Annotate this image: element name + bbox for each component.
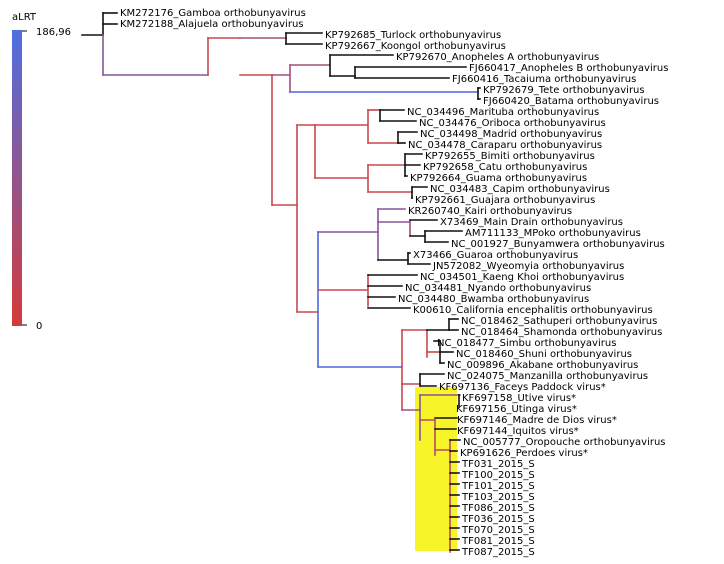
tip-label: FJ660416_Tacaiuma orthobunyavirus [452,74,636,85]
tip-label: KR260740_Kairi orthobunyavirus [408,206,572,217]
tip-label: TF036_2015_S [461,514,535,525]
tip-label: NC_034496_Marituba orthobunyavirus [407,107,599,118]
tip-label: AM711133_MPoko orthobunyavirus [465,228,641,239]
tip-label: X73466_Guaroa orthobunyavirus [413,250,578,261]
legend-title: aLRT [12,12,37,23]
legend-gradient-bar [12,30,22,326]
tip-label: NC_034478_Caraparu orthobunyavirus [408,140,602,151]
tip-label: TF101_2015_S [461,481,535,492]
tip-label: KP792664_Guama orthobunyavirus [410,173,587,184]
tip-label: TF031_2015_S [461,459,535,470]
tip-label: NC_001927_Bunyamwera orthobunyavirus [451,239,665,250]
legend-min-label: 0 [36,321,42,332]
tip-label: KP792658_Catu orthobunyavirus [423,162,587,173]
tip-label: X73469_Main Drain orthobunyavirus [440,217,623,228]
tree-branches [81,12,481,553]
tip-label: TF100_2015_S [461,470,535,481]
tip-label: TF081_2015_S [461,536,535,547]
tip-label: KF697144_Iquitos virus* [457,426,579,437]
tip-label: NC_034481_Nyando orthobunyavirus [405,283,591,294]
tip-label: NC_018477_Simbu orthobunyavirus [437,338,616,349]
tip-label: KF697158_Utive virus* [462,393,576,404]
tip-label: NC_024075_Manzanilla orthobunyavirus [447,371,648,382]
tip-label: KF697156_Utinga virus* [456,404,577,415]
tip-label: NC_034483_Capim orthobunyavirus [430,184,610,195]
tip-label: NC_018460_Shuni orthobunyavirus [456,349,632,360]
tip-label: K00610_California encephalitis orthobuny… [413,305,653,316]
tip-label: TF087_2015_S [461,547,535,558]
tip-label: KP792685_Turlock orthobunyavirus [325,30,501,41]
tip-label: KP792679_Tete orthobunyavirus [483,85,645,96]
legend-max-label: 186,96 [36,27,71,38]
tip-label: FJ660420_Batama orthobunyavirus [483,96,659,107]
tip-label: KP691626_Perdoes virus* [460,448,588,459]
aLRT-color-legend: aLRT 186,96 0 [12,12,71,332]
tip-label: KP792655_Bimiti orthobunyavirus [425,151,595,162]
tip-label: KM272176_Gamboa orthobunyavirus [120,8,306,19]
tip-label: NC_034480_Bwamba orthobunyavirus [398,294,589,305]
tip-label: NC_018462_Sathuperi orthobunyavirus [461,316,657,327]
tip-label: KP792670_Anopheles A orthobunyavirus [396,52,599,63]
tip-label: JN572082_Wyeomyia orthobunyavirus [432,261,624,272]
tip-label: NC_034498_Madrid orthobunyavirus [420,129,602,140]
tip-label: KP792661_Guajara orthobunyavirus [415,195,595,206]
tip-label: KF697136_Faceys Paddock virus* [439,382,606,393]
tip-label: FJ660417_Anopheles B orthobunyavirus [469,63,668,74]
tip-label: TF103_2015_S [461,492,535,503]
tip-label: KF697146_Madre de Dios virus* [457,415,617,426]
tip-label: KM272188_Alajuela orthobunyavirus [120,19,304,30]
tip-labels: KM272176_Gamboa orthobunyavirus KM272188… [120,8,668,558]
tip-label: NC_034501_Kaeng Khoi orthobunyavirus [420,272,624,283]
tip-label: TF086_2015_S [461,503,535,514]
tip-label: TF070_2015_S [461,525,535,536]
tip-label: KP792667_Koongol orthobunyavirus [325,41,506,52]
tip-label: NC_018464_Shamonda orthobunyavirus [461,327,662,338]
tip-label: NC_034476_Oriboca orthobunyavirus [419,118,606,129]
tip-label: NC_009896_Akabane orthobunyavirus [447,360,638,371]
tip-label: NC_005777_Oropouche orthobunyavirus [463,437,666,448]
